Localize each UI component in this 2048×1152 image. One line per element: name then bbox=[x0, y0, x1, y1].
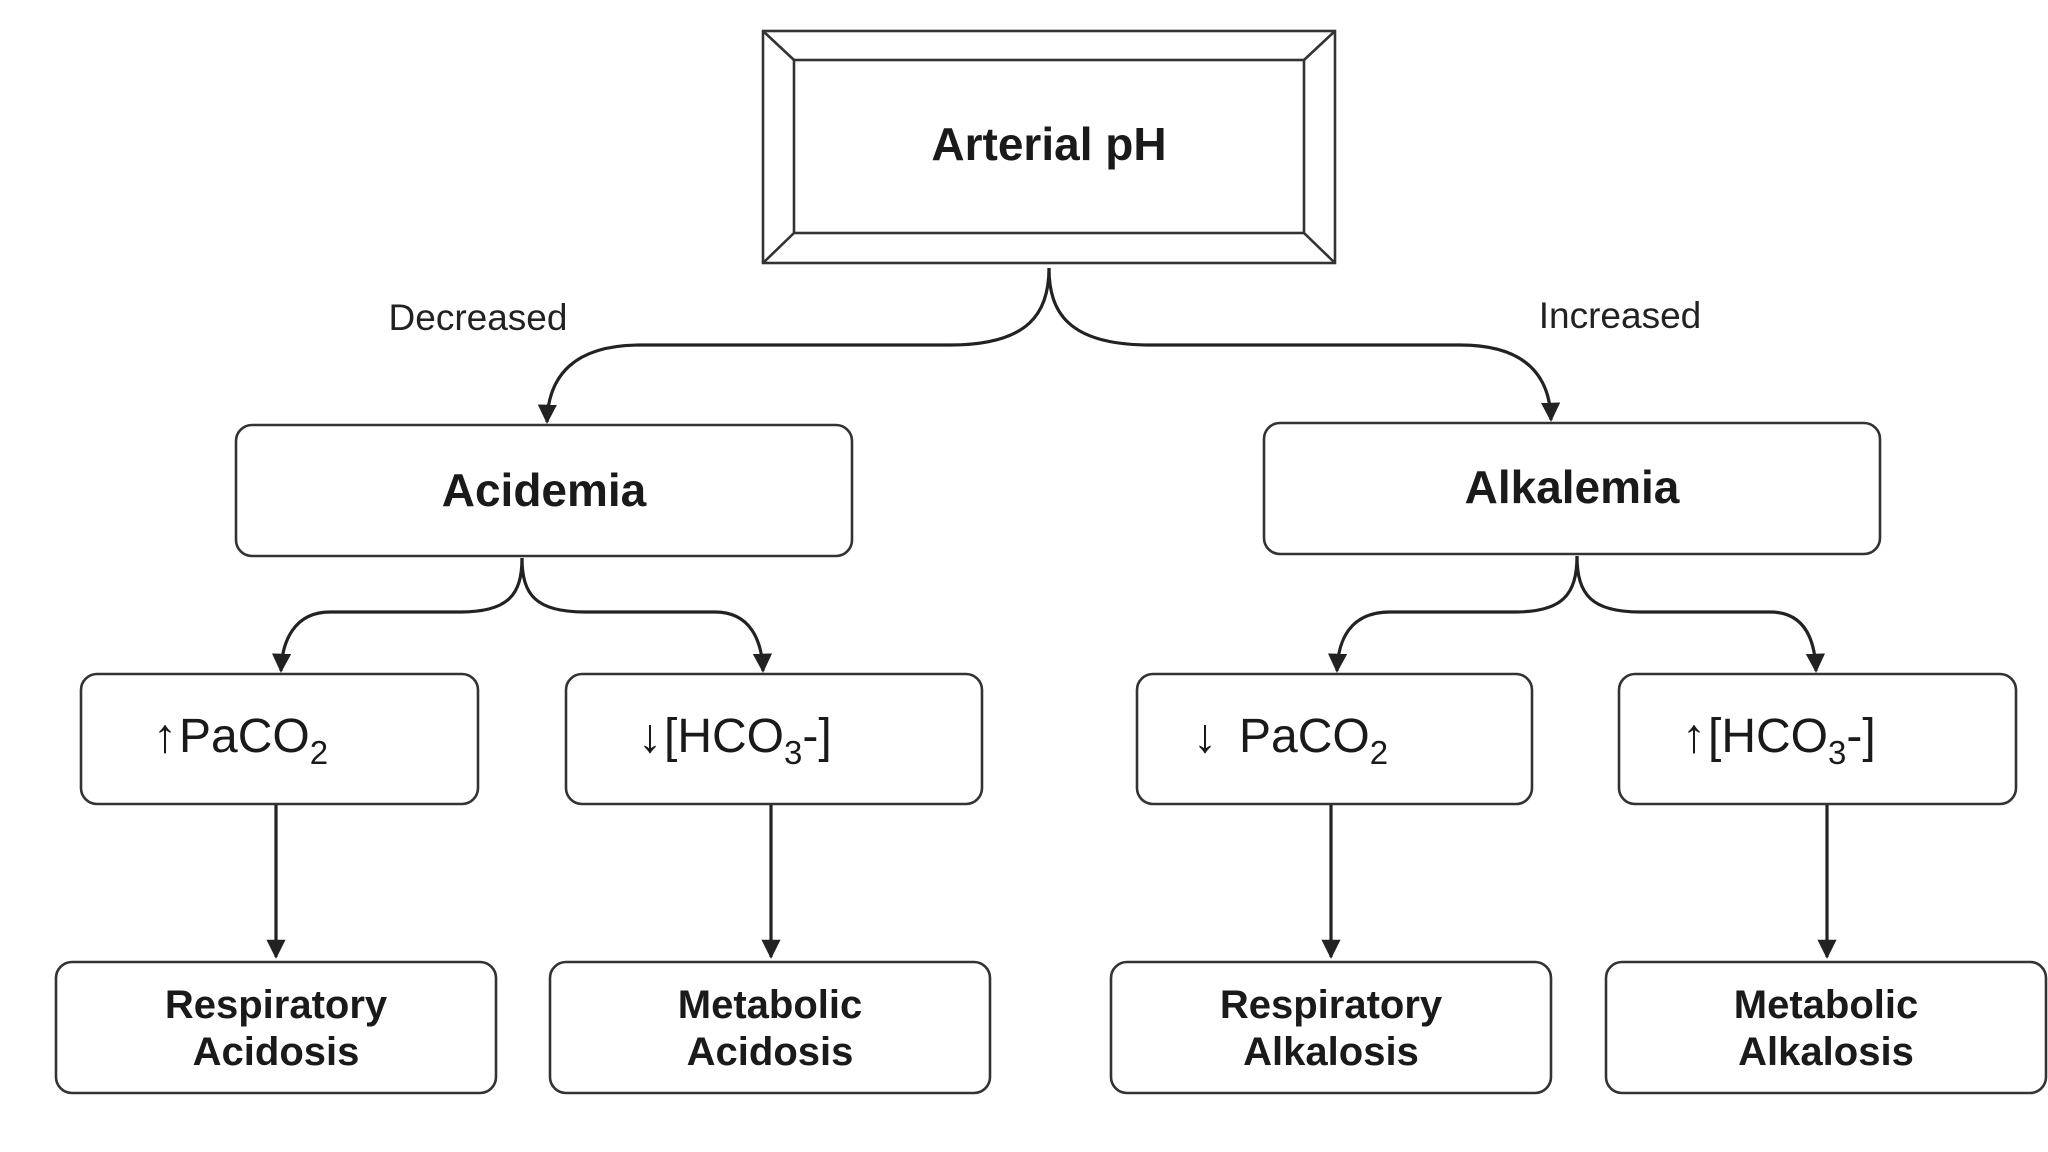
resp-acidosis-box bbox=[54, 960, 498, 1095]
root-node-arterial-ph: Arterial pH bbox=[761, 29, 1337, 265]
condition-node-hco3-decreased: ↓[HCO3-] bbox=[564, 672, 984, 806]
up-arrow-icon: ↑ bbox=[1682, 710, 1706, 763]
meta-acidosis-line1: Metabolic bbox=[678, 983, 862, 1027]
connector-acidemia-to-hco3-down bbox=[520, 557, 773, 673]
condition-node-paco2-decreased: ↓PaCO2 bbox=[1135, 672, 1534, 806]
root-bevel-tr bbox=[1303, 30, 1336, 61]
meta-alkalosis-line1: Metabolic bbox=[1734, 983, 1918, 1027]
outcome-node-respiratory-acidosis: Respiratory Acidosis bbox=[54, 960, 498, 1095]
connector-acidemia-to-paco2-up bbox=[271, 557, 524, 673]
resp-alkalosis-line1: Respiratory bbox=[1220, 983, 1443, 1027]
outcome-node-respiratory-alkalosis: Respiratory Alkalosis bbox=[1109, 960, 1553, 1095]
root-bevel-br bbox=[1303, 232, 1336, 264]
paco2-up-box bbox=[79, 672, 480, 806]
root-inner-frame bbox=[792, 58, 1306, 235]
root-label: Arterial pH bbox=[931, 118, 1166, 170]
alkalemia-box bbox=[1262, 421, 1882, 556]
branch-label-increased: Increased bbox=[1539, 295, 1702, 336]
resp-acidosis-line1: Respiratory bbox=[165, 983, 388, 1027]
state-node-alkalemia: Alkalemia bbox=[1262, 421, 1882, 556]
alkalemia-label: Alkalemia bbox=[1465, 461, 1680, 513]
down-arrow-icon: ↓ bbox=[1193, 710, 1217, 763]
connector-root-to-alkalemia bbox=[1047, 267, 1561, 422]
root-bevel-bl bbox=[762, 232, 795, 264]
outcome-node-metabolic-alkalosis: Metabolic Alkalosis bbox=[1604, 960, 2048, 1095]
acidemia-label: Acidemia bbox=[442, 464, 647, 516]
down-arrow-icon: ↓ bbox=[638, 710, 662, 763]
meta-acidosis-box bbox=[548, 960, 992, 1095]
resp-acidosis-line2: Acidosis bbox=[193, 1030, 360, 1074]
paco2-up-text: ↑PaCO2 bbox=[153, 710, 328, 771]
outcome-node-metabolic-acidosis: Metabolic Acidosis bbox=[548, 960, 992, 1095]
hco3-down-text: ↓[HCO3-] bbox=[638, 710, 832, 771]
paco2-down-box bbox=[1135, 672, 1534, 806]
hco3-up-text: ↑[HCO3-] bbox=[1682, 710, 1876, 771]
resp-alkalosis-line2: Alkalosis bbox=[1243, 1030, 1419, 1074]
hco3-down-box bbox=[564, 672, 984, 806]
root-bevel-tl bbox=[762, 30, 795, 61]
meta-acidosis-line2: Acidosis bbox=[687, 1030, 854, 1074]
condition-node-paco2-increased: ↑PaCO2 bbox=[79, 672, 480, 806]
connector-root-to-acidemia bbox=[537, 267, 1051, 424]
acidemia-box bbox=[234, 423, 854, 558]
resp-alkalosis-box bbox=[1109, 960, 1553, 1095]
connector-alkalemia-to-paco2-down bbox=[1327, 555, 1579, 673]
up-arrow-icon: ↑ bbox=[153, 710, 177, 763]
branch-label-decreased: Decreased bbox=[389, 297, 568, 338]
condition-node-hco3-increased: ↑[HCO3-] bbox=[1617, 672, 2018, 806]
meta-alkalosis-line2: Alkalosis bbox=[1738, 1030, 1914, 1074]
hco3-up-box bbox=[1617, 672, 2018, 806]
paco2-down-text: ↓PaCO2 bbox=[1193, 710, 1388, 771]
meta-alkalosis-box bbox=[1604, 960, 2048, 1095]
connector-alkalemia-to-hco3-up bbox=[1575, 555, 1826, 673]
state-node-acidemia: Acidemia bbox=[234, 423, 854, 558]
